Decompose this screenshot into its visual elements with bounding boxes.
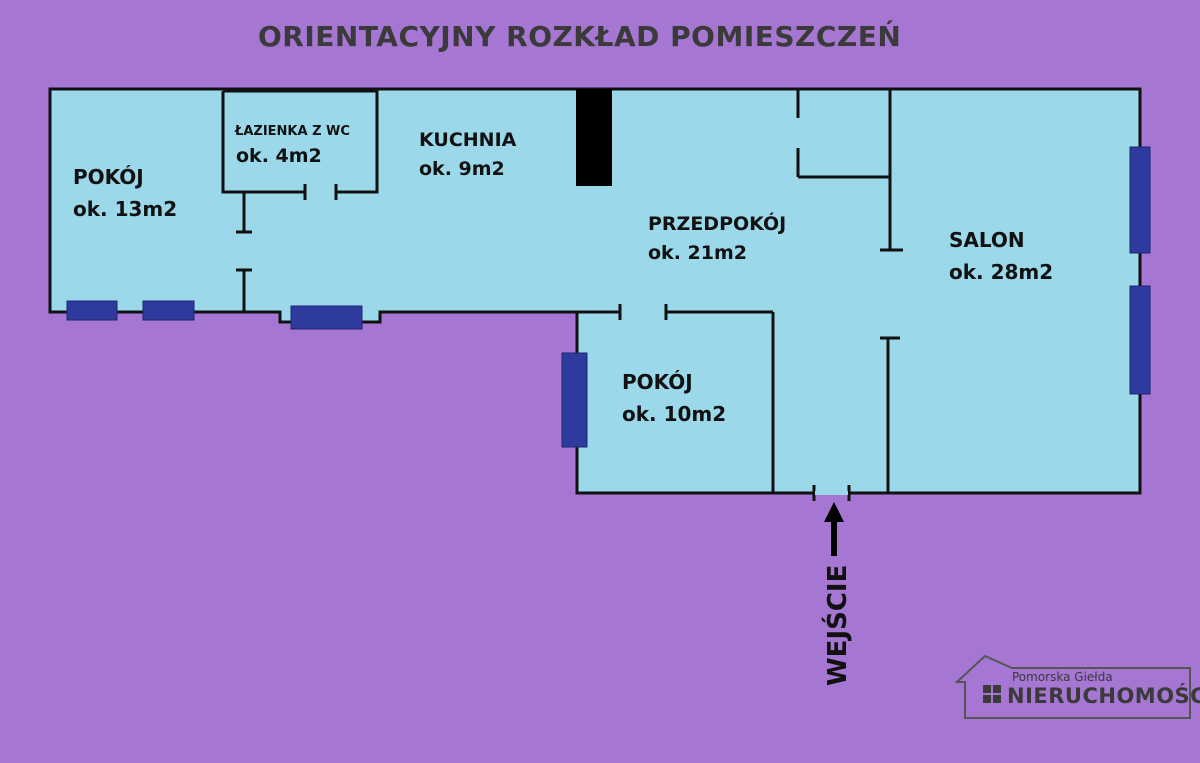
room-area: ok. 9m2: [419, 158, 505, 180]
agency-logo: Pomorska Giełda NIERUCHOMOŚCI: [954, 654, 1200, 719]
chimney: [576, 89, 612, 186]
room-pokoj-13: POKÓJ ok. 13m2: [73, 165, 177, 221]
windows: [66, 146, 1151, 448]
plan-title: ORIENTACYJNY ROZKŁAD POMIESZCZEŃ: [258, 19, 901, 53]
room-area: ok. 28m2: [949, 260, 1053, 284]
entrance-arrow-icon: [824, 502, 844, 556]
room-name: POKÓJ: [73, 165, 144, 189]
interior-walls: [221, 89, 903, 501]
room-name: KUCHNIA: [419, 129, 517, 151]
room-przedpokoj: PRZEDPOKÓJ ok. 21m2: [648, 211, 786, 264]
room-name: ŁAZIENKA Z WC: [234, 124, 350, 139]
room-name: POKÓJ: [622, 370, 693, 394]
room-salon: SALON ok. 28m2: [949, 228, 1053, 284]
room-pokoj-10: POKÓJ ok. 10m2: [622, 370, 726, 426]
logo-grid-icon: [983, 685, 1001, 703]
room-name: PRZEDPOKÓJ: [648, 211, 786, 235]
window: [561, 352, 588, 448]
window: [1129, 285, 1151, 395]
room-name: SALON: [949, 228, 1025, 252]
room-lazienka: ŁAZIENKA Z WC ok. 4m2: [234, 124, 350, 167]
logo-line1: Pomorska Giełda: [1012, 670, 1113, 684]
window: [66, 300, 118, 321]
room-area: ok. 10m2: [622, 402, 726, 426]
room-area: ok. 4m2: [236, 145, 322, 167]
window: [1129, 146, 1151, 254]
room-kuchnia: KUCHNIA ok. 9m2: [419, 129, 517, 180]
window: [290, 305, 363, 330]
window: [142, 300, 195, 321]
entrance-label: WEJŚCIE: [821, 565, 853, 686]
room-area: ok. 21m2: [648, 242, 747, 264]
logo-line2: NIERUCHOMOŚCI: [1007, 683, 1200, 708]
room-area: ok. 13m2: [73, 197, 177, 221]
